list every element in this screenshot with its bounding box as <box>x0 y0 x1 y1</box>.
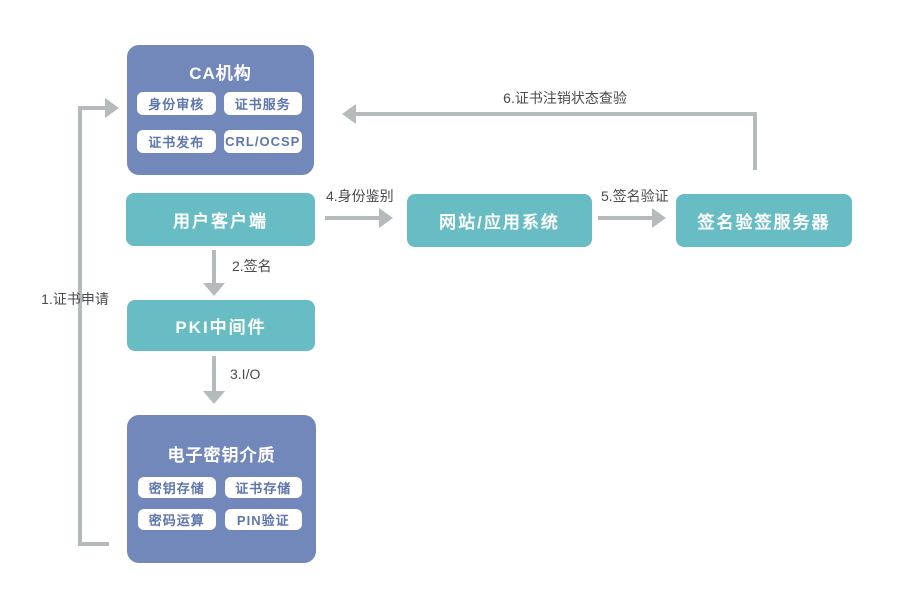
key-medium-pill-grid: 密钥存储 证书存储 密码运算 PIN验证 <box>138 477 302 530</box>
edge6-vertical-line <box>753 112 757 170</box>
node-ca-organization: CA机构 身份审核 证书服务 证书发布 CRL/OCSP <box>127 45 314 175</box>
ca-pill-cert-service: 证书服务 <box>223 92 302 115</box>
node-ca-title: CA机构 <box>189 64 252 83</box>
edge5-label: 5.签名验证 <box>601 188 669 204</box>
edge1-vertical-line <box>78 106 82 546</box>
km-pill-crypto-operation: 密码运算 <box>138 509 216 530</box>
edge2-line <box>212 250 216 284</box>
ca-pill-crl-ocsp: CRL/OCSP <box>223 130 302 153</box>
ca-pill-grid: 身份审核 证书服务 证书发布 CRL/OCSP <box>137 92 302 153</box>
ca-pill-identity-review: 身份审核 <box>137 92 216 115</box>
edge3-label: 3.I/O <box>230 366 261 382</box>
edge6-label: 6.证书注销状态查验 <box>503 90 627 106</box>
edge4-label: 4.身份鉴别 <box>326 188 394 204</box>
node-web-app-system: 网站/应用系统 <box>407 194 592 247</box>
edge1-arrowhead <box>105 98 119 118</box>
edge1-bottom-line <box>78 542 109 546</box>
edge2-label: 2.签名 <box>232 258 272 274</box>
node-pki-middleware: PKI中间件 <box>127 300 315 351</box>
edge6-horizontal-line <box>356 112 757 116</box>
km-pill-cert-storage: 证书存储 <box>224 477 302 498</box>
node-user-client: 用户客户端 <box>126 193 315 246</box>
edge4-line <box>325 216 380 220</box>
edge5-arrowhead <box>652 208 666 228</box>
edge1-top-line <box>78 106 106 110</box>
ca-pill-cert-publish: 证书发布 <box>137 130 216 153</box>
node-key-medium: 电子密钥介质 密钥存储 证书存储 密码运算 PIN验证 <box>127 415 316 563</box>
edge3-line <box>212 356 216 392</box>
edge3-arrowhead <box>203 391 225 404</box>
edge5-line <box>598 216 653 220</box>
edge1-label: 1.证书申请 <box>41 291 109 307</box>
edge4-arrowhead <box>379 208 393 228</box>
node-sign-verify-server: 签名验签服务器 <box>676 194 852 247</box>
km-pill-key-storage: 密钥存储 <box>138 477 216 498</box>
node-key-medium-title: 电子密钥介质 <box>167 446 276 465</box>
edge6-arrowhead <box>342 104 356 124</box>
km-pill-pin-verify: PIN验证 <box>224 509 302 530</box>
edge2-arrowhead <box>203 283 225 296</box>
